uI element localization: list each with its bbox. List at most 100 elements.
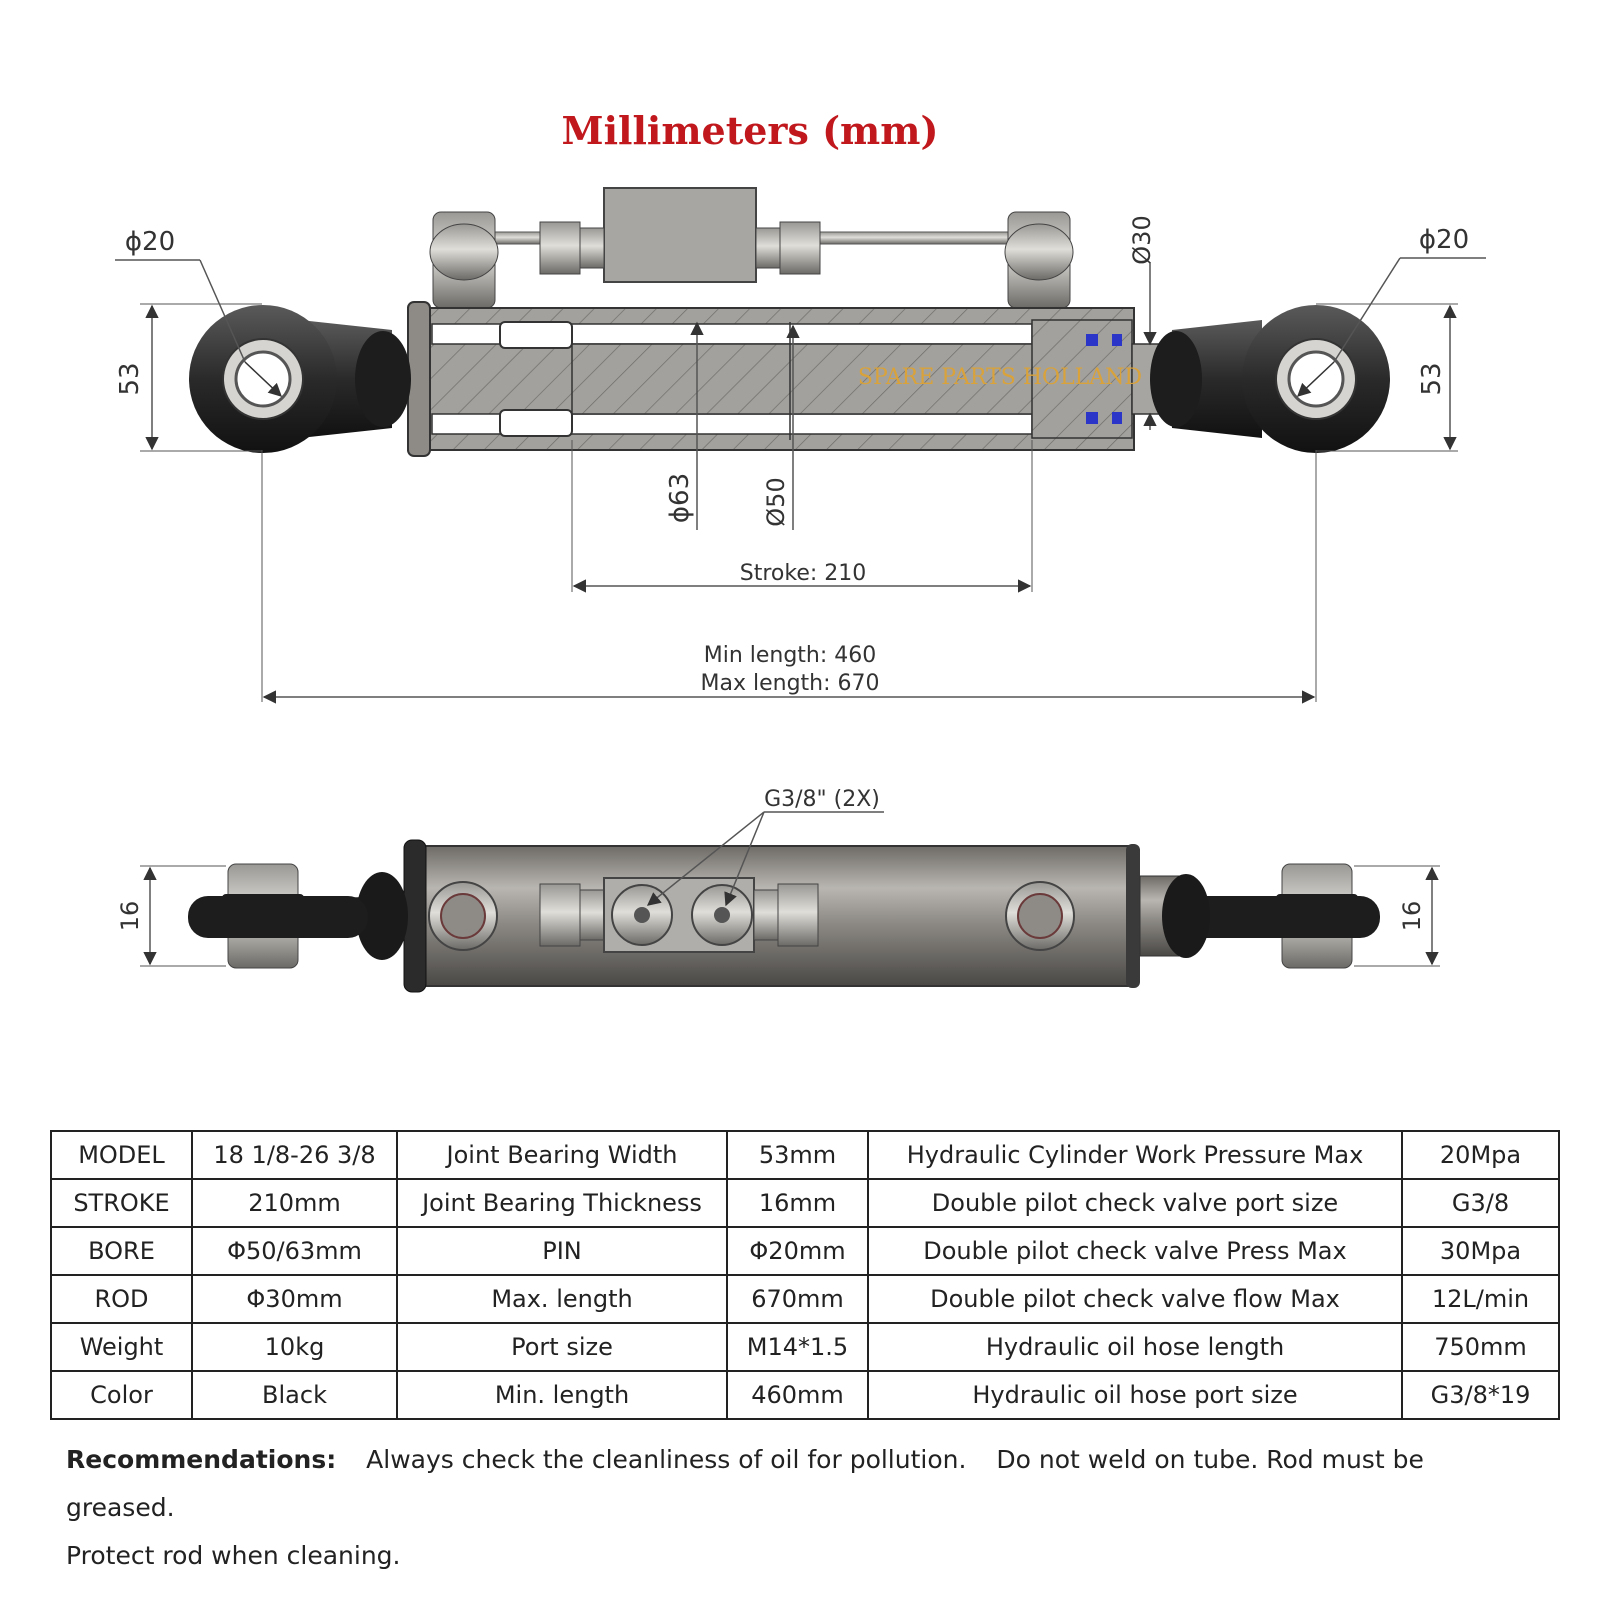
spec-cell: 750mm [1401, 1322, 1560, 1372]
fitting-nut [539, 221, 581, 275]
recommendation-item: Protect rod when cleaning. [66, 1541, 401, 1570]
spec-cell: 12L/min [1401, 1274, 1560, 1324]
recommendations: Recommendations: Always check the cleanl… [66, 1436, 1546, 1580]
right-eye-boot [1150, 331, 1202, 427]
dim-bore-outer: ϕ63 [665, 473, 695, 523]
spec-cell: Max. length [396, 1274, 728, 1324]
dim-bearing-width-left: 53 [115, 362, 145, 395]
right-pin-leader [1297, 361, 1335, 397]
spec-cell: 18 1/8-26 3/8 [191, 1130, 398, 1180]
spec-cell: ROD [50, 1274, 193, 1324]
spec-cell: 30Mpa [1401, 1226, 1560, 1276]
check-valve-block [603, 187, 757, 283]
fitting-nut [777, 883, 819, 947]
spec-cell: 670mm [726, 1274, 869, 1324]
cylinder-drawing: Millimeters (mm) SPARE PARTS HOLLAND [115, 108, 1486, 993]
dim-port-size: G3/8" (2X) [764, 787, 880, 812]
dim-min-length: Min length: 460 [704, 643, 877, 668]
dim-pin-left: ϕ20 [125, 227, 175, 257]
recommendations-label: Recommendations: [66, 1445, 337, 1474]
spec-cell: 210mm [191, 1178, 398, 1228]
spec-cell: PIN [396, 1226, 728, 1276]
spec-cell: Double pilot check valve port size [867, 1178, 1403, 1228]
left-eye-side [222, 894, 304, 938]
fitting-nut [753, 889, 779, 941]
recommendation-item: Always check the cleanliness of oil for … [366, 1445, 967, 1474]
rod-seal [1112, 412, 1122, 424]
spec-cell: Weight [50, 1322, 193, 1372]
banjo-fitting [1004, 223, 1074, 281]
spec-cell: Hydraulic Cylinder Work Pressure Max [867, 1130, 1403, 1180]
spec-cell: STROKE [50, 1178, 193, 1228]
port-fitting [440, 893, 486, 939]
rod-seal [1086, 334, 1098, 346]
spec-cell: Joint Bearing Width [396, 1130, 728, 1180]
spec-cell: Color [50, 1370, 193, 1420]
dim-line [199, 259, 246, 363]
spec-cell: 460mm [726, 1370, 869, 1420]
fitting-nut [579, 227, 605, 269]
end-cap [407, 301, 431, 457]
spec-cell: G3/8 [1401, 1178, 1560, 1228]
dim-rod-diameter: Ø30 [1128, 215, 1156, 264]
dim-line [646, 811, 765, 906]
spec-cell: Double pilot check valve Press Max [867, 1226, 1403, 1276]
fitting-nut [779, 221, 821, 275]
valve-port-2 [714, 907, 730, 923]
left-pin-leader [244, 361, 282, 397]
banjo-fitting [429, 223, 499, 281]
dim-line [1333, 257, 1401, 363]
dim-pin-right: ϕ20 [1419, 225, 1469, 255]
gland-ring [1126, 844, 1140, 988]
dim-line [724, 811, 765, 907]
dim-thickness-left: 16 [116, 901, 144, 932]
dim-thickness-right: 16 [1398, 901, 1426, 932]
spec-cell: Φ20mm [726, 1226, 869, 1276]
right-eye-boot [1162, 874, 1210, 958]
spec-cell: Joint Bearing Thickness [396, 1178, 728, 1228]
spec-cell: 16mm [726, 1178, 869, 1228]
spec-cell: Double pilot check valve flow Max [867, 1274, 1403, 1324]
fitting-nut [579, 889, 605, 941]
spec-cell: M14*1.5 [726, 1322, 869, 1372]
port-fitting [1017, 893, 1063, 939]
valve-port-1 [634, 907, 650, 923]
dim-bore-inner: Ø50 [762, 477, 790, 526]
spec-cell: 10kg [191, 1322, 398, 1372]
spec-cell: Hydraulic oil hose port size [867, 1370, 1403, 1420]
spec-cell: MODEL [50, 1130, 193, 1180]
piston-seal [499, 321, 573, 349]
spec-cell: Black [191, 1370, 398, 1420]
spec-cell: 53mm [726, 1130, 869, 1180]
fitting-nut [755, 227, 781, 269]
piston-seal [499, 409, 573, 437]
dim-bearing-width-right: 53 [1417, 362, 1447, 395]
spec-cell: Hydraulic oil hose length [867, 1322, 1403, 1372]
spec-cell: G3/8*19 [1401, 1370, 1560, 1420]
left-eye-boot [355, 331, 411, 427]
fitting-nut [539, 883, 581, 947]
watermark: SPARE PARTS HOLLAND [858, 365, 1142, 390]
side-view: G3/8" (2X) 16 16 [116, 787, 1440, 993]
spec-cell: BORE [50, 1226, 193, 1276]
top-view: SPARE PARTS HOLLAND ϕ20 ϕ20 Ø30 53 [115, 187, 1486, 704]
rod-seal [1086, 412, 1098, 424]
dim-stroke: Stroke: 210 [740, 561, 867, 586]
dim-max-length: Max length: 670 [701, 671, 880, 696]
right-eye-side [1276, 894, 1358, 938]
spec-cell: Port size [396, 1322, 728, 1372]
spec-cell: 20Mpa [1401, 1130, 1560, 1180]
spec-cell: Φ30mm [191, 1274, 398, 1324]
spec-cell: Min. length [396, 1370, 728, 1420]
left-eye-boot [356, 872, 408, 960]
spec-cell: Φ50/63mm [191, 1226, 398, 1276]
rod-seal [1112, 334, 1122, 346]
